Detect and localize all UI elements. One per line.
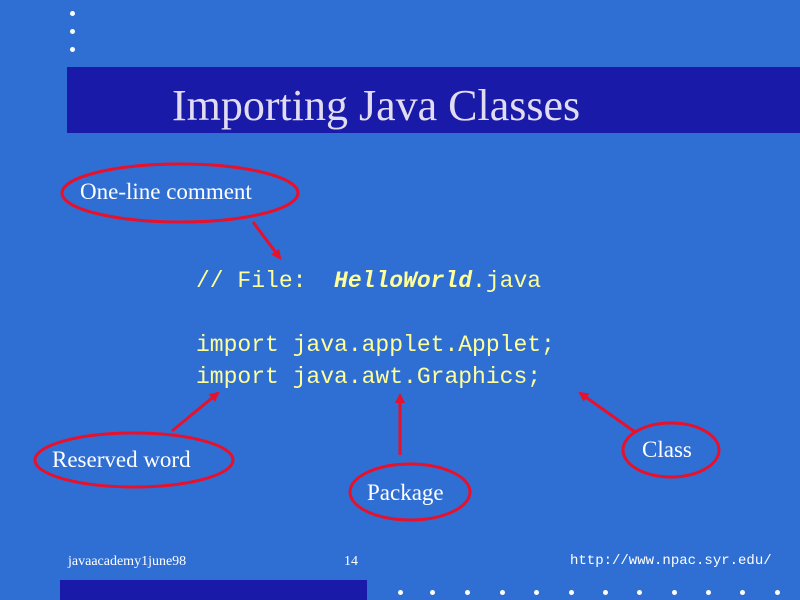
one-line-comment-label: One-line comment [80, 179, 252, 204]
class-label: Class [642, 437, 692, 462]
footer-course-id: javaacademy1june98 [68, 554, 187, 569]
code-import-line-1: import java.applet.Applet; [196, 332, 555, 358]
slide-title: Importing Java Classes [172, 81, 581, 130]
decor-dot [775, 590, 780, 595]
footer-bar [60, 580, 367, 600]
code-class-name: HelloWorld [334, 268, 473, 294]
decor-dot [637, 590, 642, 595]
title-bar [67, 67, 800, 133]
code-comment-line: // File: HelloWorld.java [196, 265, 541, 297]
decor-dot [534, 590, 539, 595]
decor-dot [398, 590, 403, 595]
decor-dot [70, 11, 75, 16]
decor-dot [430, 590, 435, 595]
code-comment-prefix: // File: [196, 268, 335, 294]
code-import-line-2: import java.awt.Graphics; [196, 364, 542, 390]
reserved-word-label: Reserved word [52, 447, 191, 472]
code-file-extension: .java [472, 268, 542, 294]
class-arrow [578, 391, 636, 434]
decor-dot [70, 29, 75, 34]
decor-dot [569, 590, 574, 595]
decor-dot [706, 590, 711, 595]
package-label: Package [367, 480, 444, 505]
decor-dot [672, 590, 677, 595]
decor-dot [603, 590, 608, 595]
decor-dot [70, 47, 75, 52]
decor-dot [740, 590, 745, 595]
decor-dot [500, 590, 505, 595]
reserved-word-arrow [171, 391, 220, 433]
footer-url: http://www.npac.syr.edu/ [570, 553, 772, 569]
comment-arrow [251, 221, 282, 260]
decor-dot [465, 590, 470, 595]
footer-page-number: 14 [344, 554, 358, 569]
